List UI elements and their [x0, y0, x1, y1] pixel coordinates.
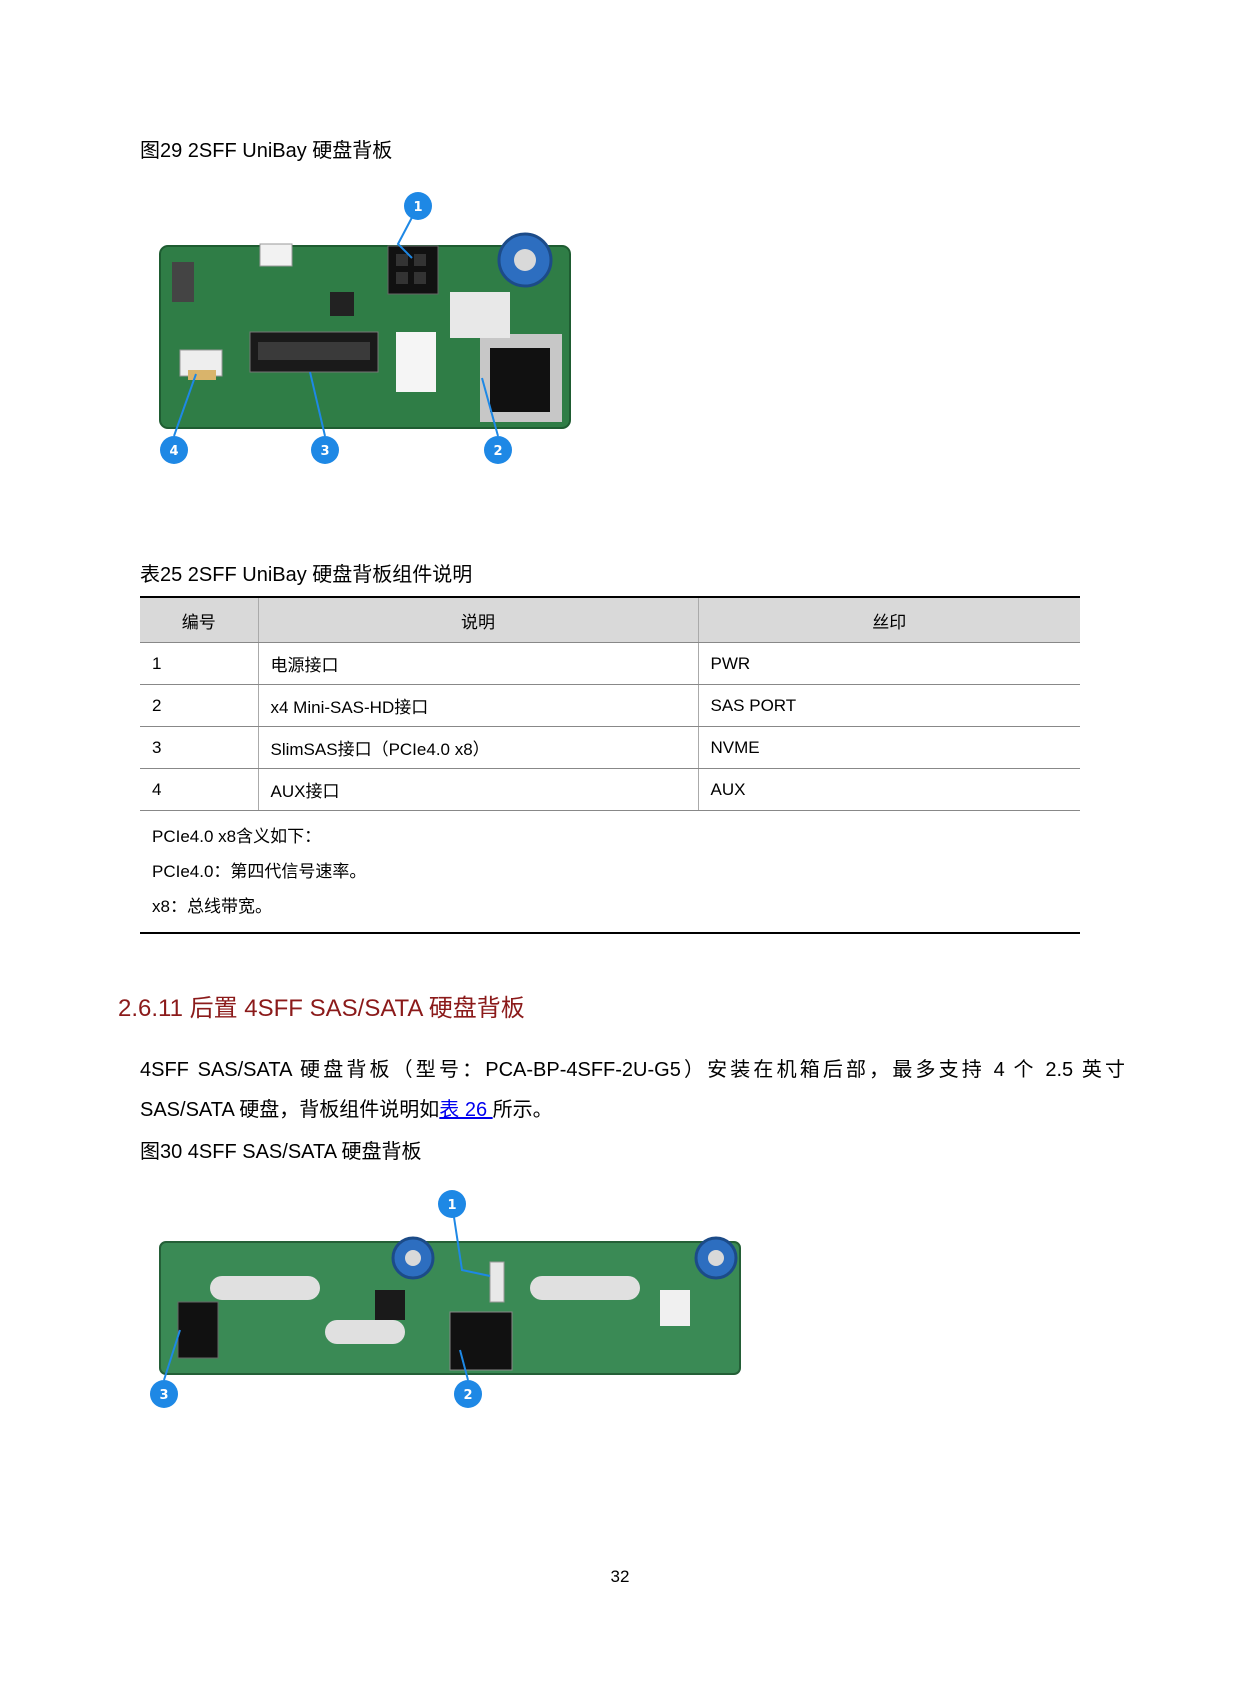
row-number: 4 — [140, 768, 258, 811]
row-silkscreen: SAS PORT — [697, 684, 1080, 727]
callout-1: 1 — [438, 1190, 466, 1218]
svg-text:1: 1 — [447, 1198, 456, 1213]
header-number: 编号 — [140, 596, 259, 643]
paragraph-text-end: 所示。 — [492, 1099, 553, 1121]
row-description: AUX接口 — [257, 768, 698, 811]
power-connector — [177, 1301, 219, 1359]
callout-3: 3 — [150, 1380, 178, 1408]
svg-text:1: 1 — [413, 200, 422, 215]
callout-2: 2 — [454, 1380, 482, 1408]
row-number: 3 — [140, 726, 258, 769]
section-heading: 2.6.11 后置 4SFF SAS/SATA 硬盘背板 — [118, 995, 525, 1022]
table-25-caption: 表25 2SFF UniBay 硬盘背板组件说明 — [140, 564, 473, 586]
section-paragraph: 4SFF SAS/SATA 硬盘背板（型号：PCA-BP-4SFF-2U-G5）… — [140, 1050, 1125, 1130]
header-description: 说明 — [257, 596, 699, 643]
table-note: PCIe4.0 x8含义如下： PCIe4.0：第四代信号速率。 x8：总线带宽… — [140, 810, 1080, 934]
figure-29-board-image: 1 2 3 4 — [159, 192, 571, 464]
page-number: 32 — [610, 1567, 630, 1586]
table-25: 编号 说明 丝印 1 电源接口 PWR 2 x4 Mini-SAS-HD接口 S… — [140, 596, 1080, 934]
table-26-link[interactable]: 表 26 — [439, 1099, 493, 1121]
row-description: SlimSAS接口（PCIe4.0 x8） — [257, 726, 698, 769]
svg-text:3: 3 — [159, 1388, 168, 1403]
header-silkscreen: 丝印 — [697, 596, 1080, 643]
svg-text:2: 2 — [493, 444, 502, 459]
row-number: 1 — [140, 642, 258, 685]
table-row: 1 电源接口 PWR — [140, 642, 1080, 685]
row-description: 电源接口 — [257, 642, 698, 685]
callout-3: 3 — [311, 436, 339, 464]
table-header-row: 编号 说明 丝印 — [140, 596, 1080, 643]
row-silkscreen: NVME — [697, 726, 1080, 769]
row-description: x4 Mini-SAS-HD接口 — [257, 684, 698, 727]
figure-30-caption: 图30 4SFF SAS/SATA 硬盘背板 — [140, 1141, 422, 1163]
row-silkscreen: AUX — [697, 768, 1080, 811]
callout-1: 1 — [404, 192, 432, 220]
figure-30-board-image: 1 2 3 — [150, 1190, 741, 1408]
svg-text:4: 4 — [169, 444, 178, 459]
pcb-board — [160, 1242, 740, 1374]
callout-4: 4 — [160, 436, 188, 464]
sas-connector — [449, 1311, 513, 1371]
table-row: 3 SlimSAS接口（PCIe4.0 x8） NVME — [140, 726, 1080, 769]
note-line: PCIe4.0：第四代信号速率。 — [152, 862, 367, 881]
svg-text:3: 3 — [320, 444, 329, 459]
svg-text:2: 2 — [463, 1388, 472, 1403]
table-note-row: PCIe4.0 x8含义如下： PCIe4.0：第四代信号速率。 x8：总线带宽… — [140, 810, 1080, 934]
row-number: 2 — [140, 684, 258, 727]
power-connector — [387, 245, 439, 295]
aux-connector — [489, 1261, 505, 1303]
figure-29-caption: 图29 2SFF UniBay 硬盘背板 — [140, 140, 393, 162]
note-line: x8：总线带宽。 — [152, 897, 272, 916]
paragraph-text: 4SFF SAS/SATA 硬盘背板（型号：PCA-BP-4SFF-2U-G5）… — [140, 1059, 1125, 1121]
note-line: PCIe4.0 x8含义如下： — [152, 827, 322, 846]
callout-2: 2 — [484, 436, 512, 464]
row-silkscreen: PWR — [697, 642, 1080, 685]
table-row: 4 AUX接口 AUX — [140, 768, 1080, 811]
table-row: 2 x4 Mini-SAS-HD接口 SAS PORT — [140, 684, 1080, 727]
